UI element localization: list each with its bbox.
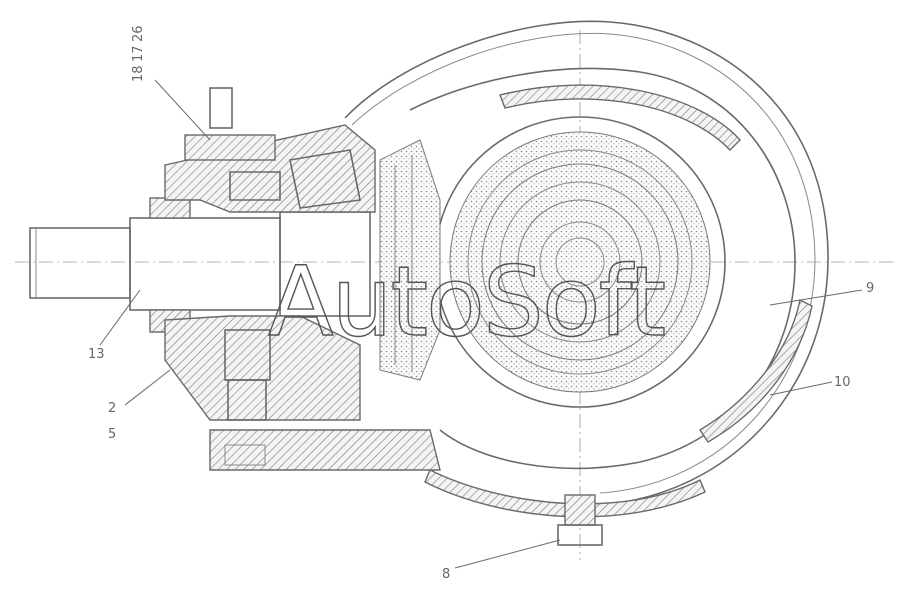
bevel-pinion <box>379 139 441 381</box>
callout-13: 13 <box>88 347 105 362</box>
callout-top-b: 17 <box>131 45 146 62</box>
drain-plug <box>557 494 603 546</box>
bearing-housing-upper <box>164 87 376 213</box>
callout-labels: 26 17 18 13 2 5 8 9 10 <box>88 25 874 582</box>
callout-top-c: 18 <box>131 65 146 82</box>
callout-9: 9 <box>866 281 874 296</box>
leader-lines <box>99 79 863 569</box>
watermark-text: AutoSoft <box>268 246 665 358</box>
callout-10: 10 <box>834 375 851 390</box>
callout-2: 2 <box>108 401 116 416</box>
bearing-housing-lower <box>164 315 441 471</box>
callout-5: 5 <box>108 427 116 442</box>
ring-gear <box>434 116 726 408</box>
callout-8: 8 <box>442 567 450 582</box>
callout-top-a: 26 <box>131 25 146 42</box>
